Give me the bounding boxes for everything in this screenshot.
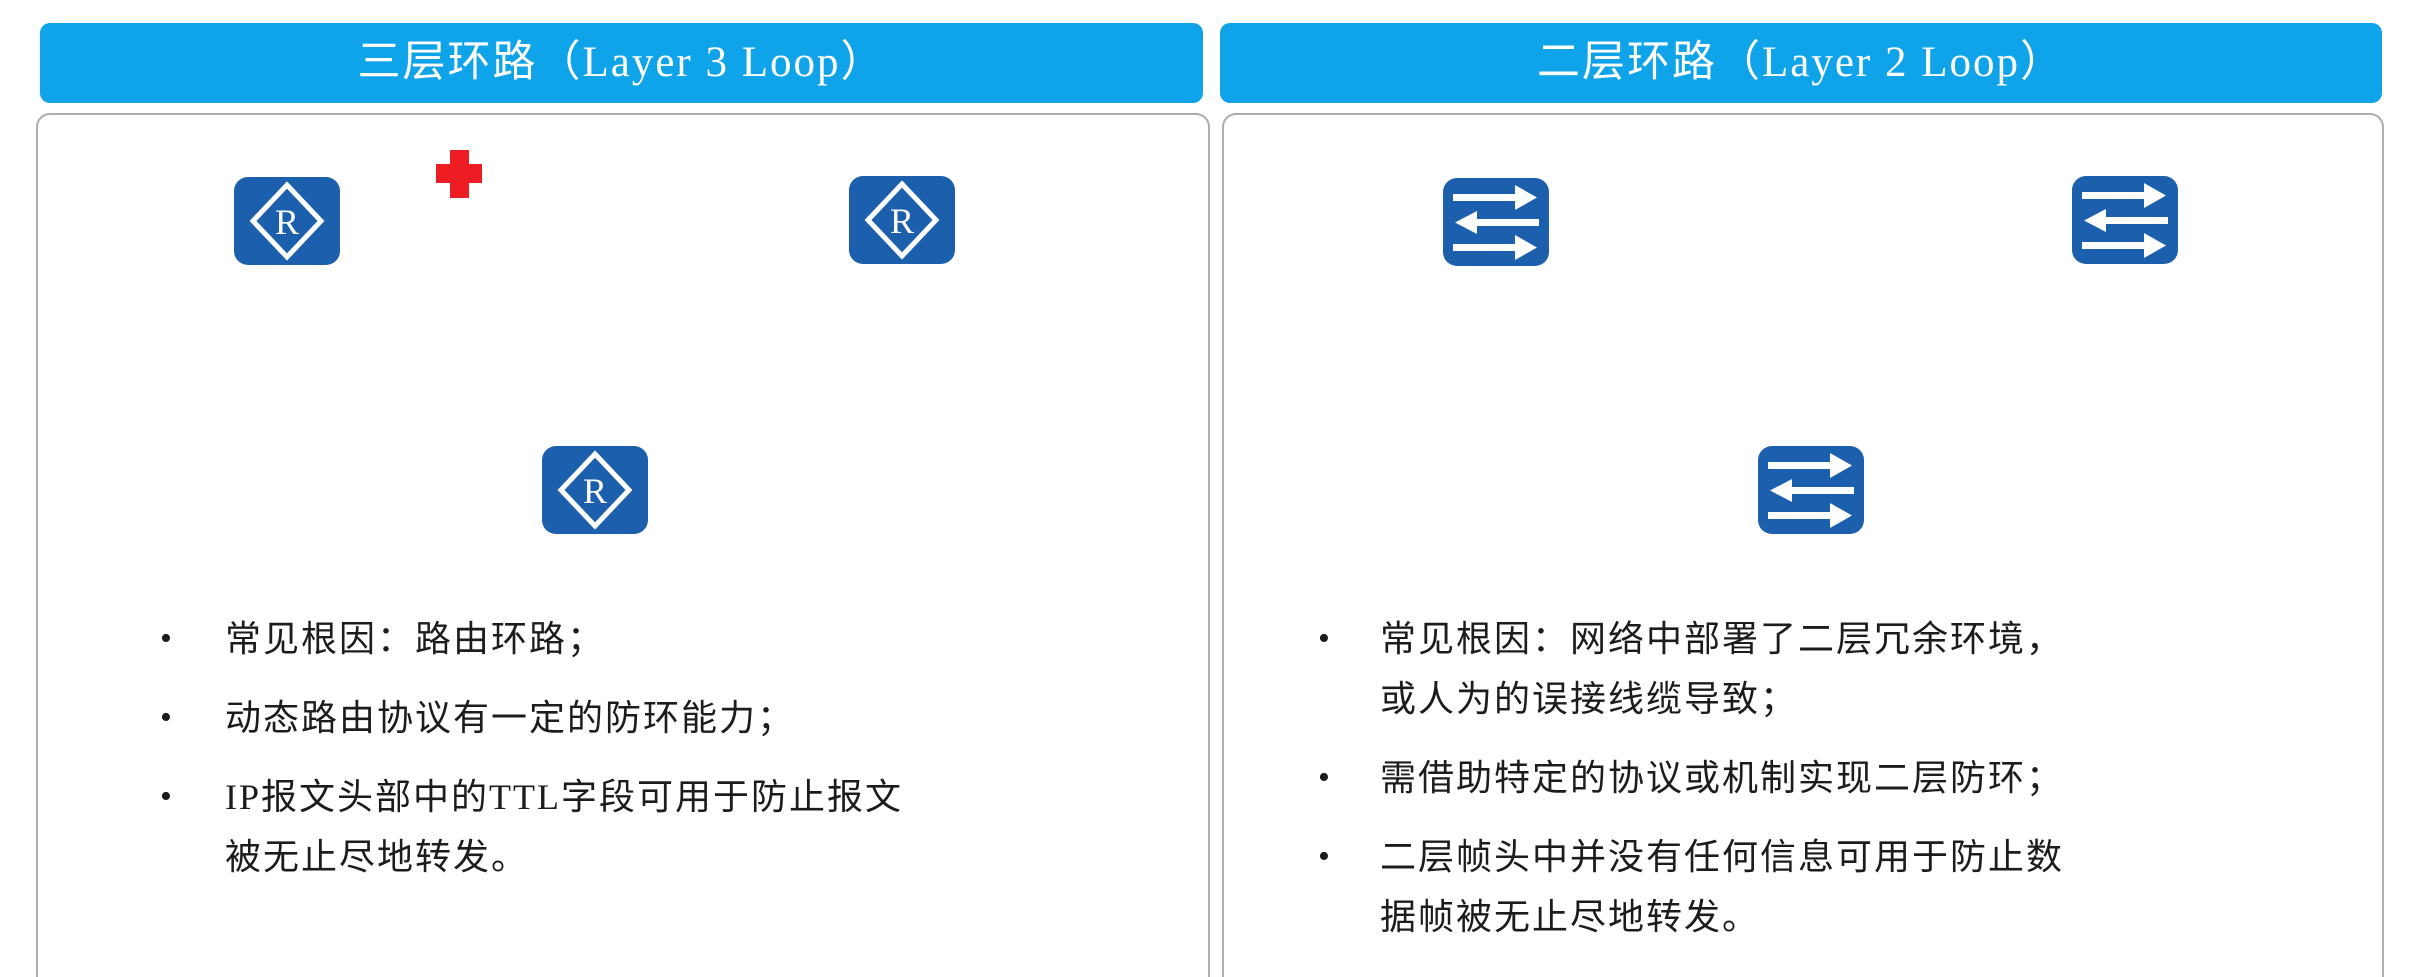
router-icon-glyph: R [249,181,325,261]
bullet-item: • 动态路由协议有一定的防环能力； [150,688,1170,748]
router-letter: R [583,471,607,511]
bullet-line: 常见根因：路由环路； [225,619,606,659]
bullet-item: • 常见根因：网络中部署了二层冗余环境， 或人为的误接线缆导致； [1308,609,2348,729]
router-icon-glyph: R [864,180,940,260]
bullet-line: IP报文头部中的TTL字段可用于防止报文 [225,777,903,817]
switch-icon-top-right [2072,176,2178,264]
bullet-line: 或人为的误接线缆导致； [1380,679,1799,719]
bullet-line: 据帧被无止尽地转发。 [1380,897,1761,937]
bullet-dot-icon: • [160,699,172,736]
router-letter: R [890,201,914,241]
layer3-panel-header: 三层环路（Layer 3 Loop） [40,23,1203,103]
layer2-panel-card [1222,113,2384,977]
bullet-text: 动态路由协议有一定的防环能力； [225,688,1170,748]
bullet-dot-icon: • [1318,759,1330,796]
switch-icon-bottom [1758,446,1864,534]
bullet-text: 常见根因：路由环路； [225,609,1170,669]
blocked-link-cross-icon [436,150,482,198]
bullet-line: 动态路由协议有一定的防环能力； [225,698,796,738]
bullet-dot-icon: • [1318,838,1330,875]
layer2-bullet-list: • 常见根因：网络中部署了二层冗余环境， 或人为的误接线缆导致； • 需借助特定… [1308,609,2348,966]
bullet-line: 常见根因：网络中部署了二层冗余环境， [1380,619,2065,659]
switch-icon-glyph [1768,453,1854,528]
router-letter: R [275,202,299,242]
bullet-text: IP报文头部中的TTL字段可用于防止报文 被无止尽地转发。 [225,767,1170,887]
bullet-item: • 常见根因：路由环路； [150,609,1170,669]
bullet-dot-icon: • [160,778,172,815]
bullet-line: 需借助特定的协议或机制实现二层防环； [1380,758,2065,798]
switch-icon-glyph [1453,185,1539,260]
router-icon-top-right: R [849,176,955,264]
switch-icon-glyph [2082,183,2168,258]
router-icon-glyph: R [557,450,633,530]
bullet-text: 常见根因：网络中部署了二层冗余环境， 或人为的误接线缆导致； [1380,609,2348,729]
bullet-item: • 二层帧头中并没有任何信息可用于防止数 据帧被无止尽地转发。 [1308,827,2348,947]
bullet-line: 被无止尽地转发。 [225,837,530,877]
layer3-panel-card [36,113,1210,977]
router-icon-top-left: R [234,177,340,265]
router-icon-bottom: R [542,446,648,534]
switch-icon-top-left [1443,178,1549,266]
bullet-item: • 需借助特定的协议或机制实现二层防环； [1308,748,2348,808]
bullet-item: • IP报文头部中的TTL字段可用于防止报文 被无止尽地转发。 [150,767,1170,887]
bullet-dot-icon: • [160,620,172,657]
bullet-line: 二层帧头中并没有任何信息可用于防止数 [1380,837,2065,877]
layer3-bullet-list: • 常见根因：路由环路； • 动态路由协议有一定的防环能力； • IP报文头部中… [150,609,1170,906]
bullet-text: 二层帧头中并没有任何信息可用于防止数 据帧被无止尽地转发。 [1380,827,2348,947]
bullet-text: 需借助特定的协议或机制实现二层防环； [1380,748,2348,808]
bullet-dot-icon: • [1318,620,1330,657]
layer2-panel-header: 二层环路（Layer 2 Loop） [1220,23,2382,103]
